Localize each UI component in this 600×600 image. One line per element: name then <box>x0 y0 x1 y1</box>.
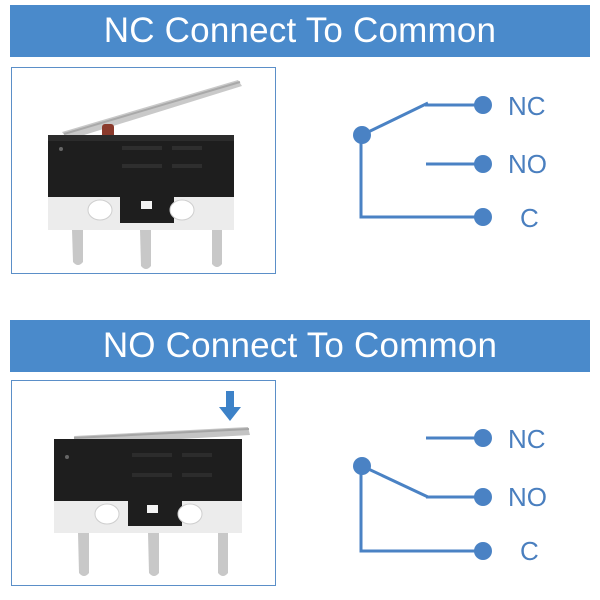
panel-2-label-nc: NC <box>508 424 546 454</box>
panel-2-schematic: NC NO C <box>340 413 600 573</box>
panel-1-label-nc: NC <box>508 91 546 121</box>
panel-1-title: NC Connect To Common <box>103 11 497 50</box>
no-terminal-node <box>474 155 492 173</box>
c-terminal-node <box>474 542 492 560</box>
panel-1-switch-photo <box>11 67 276 274</box>
panel-1-title-banner: NC Connect To Common <box>10 5 590 57</box>
panel-2-switch-photo <box>11 380 276 586</box>
panel-2-label-c: C <box>520 536 539 566</box>
no-terminal-node <box>474 488 492 506</box>
panel-1-label-c: C <box>520 203 539 233</box>
panel-1-schematic: NC NO C <box>340 80 600 240</box>
c-terminal-node <box>474 208 492 226</box>
common-pivot-node <box>353 457 371 475</box>
microswitch-pressed-icon <box>54 391 250 576</box>
panel-1-label-no: NO <box>508 149 547 179</box>
microswitch-released-icon <box>48 80 242 269</box>
press-down-arrow-icon <box>219 391 241 421</box>
spdt-nc-closed-diagram <box>353 96 492 226</box>
panel-2-title-banner: NO Connect To Common <box>10 320 590 372</box>
nc-terminal-node <box>474 429 492 447</box>
spdt-no-closed-diagram <box>353 429 492 560</box>
common-pivot-node <box>353 126 371 144</box>
nc-terminal-node <box>474 96 492 114</box>
panel-2-title: NO Connect To Common <box>102 326 498 365</box>
panel-2-label-no: NO <box>508 482 547 512</box>
